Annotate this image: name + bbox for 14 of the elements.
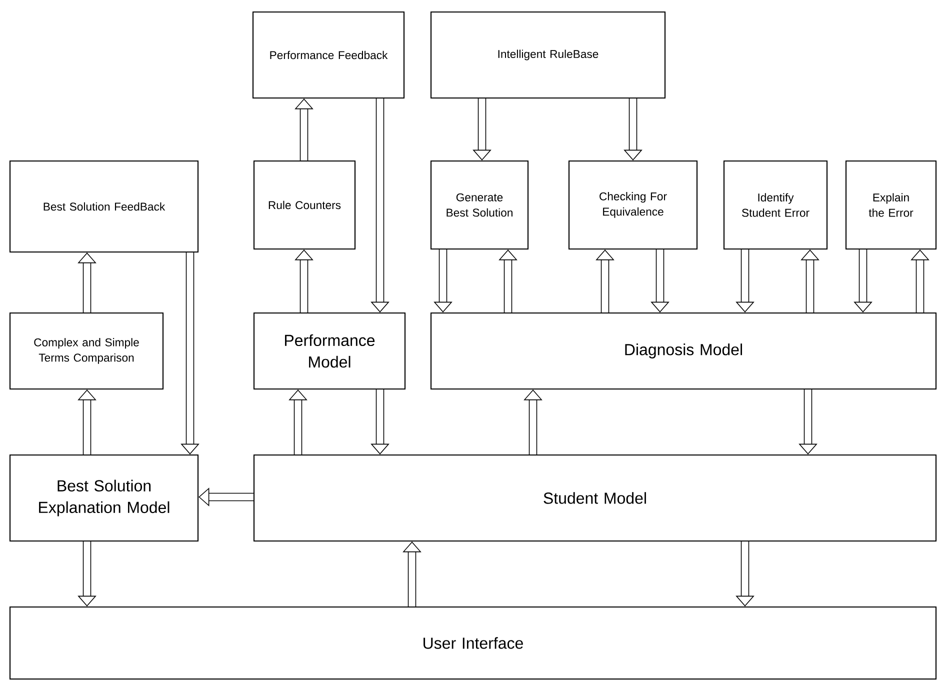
process-box: Best Solution FeedBack — [9, 160, 199, 253]
process-box: Rule Counters — [253, 160, 356, 250]
process-box: Explain the Error — [845, 160, 937, 250]
process-box: Diagnosis Model — [430, 312, 937, 390]
process-box: Identify Student Error — [723, 160, 828, 250]
process-box: Checking For Equivalence — [568, 160, 698, 250]
process-box: Performance Model — [253, 312, 406, 390]
process-box: Complex and Simple Terms Comparison — [9, 312, 164, 390]
process-box: Student Model — [253, 454, 937, 542]
process-box: Generate Best Solution — [430, 160, 529, 250]
process-box: Performance Feedback — [252, 11, 405, 99]
process-box: Intelligent RuleBase — [430, 11, 666, 99]
process-box: Best Solution Explanation Model — [9, 454, 199, 542]
process-box: User Interface — [9, 606, 937, 680]
